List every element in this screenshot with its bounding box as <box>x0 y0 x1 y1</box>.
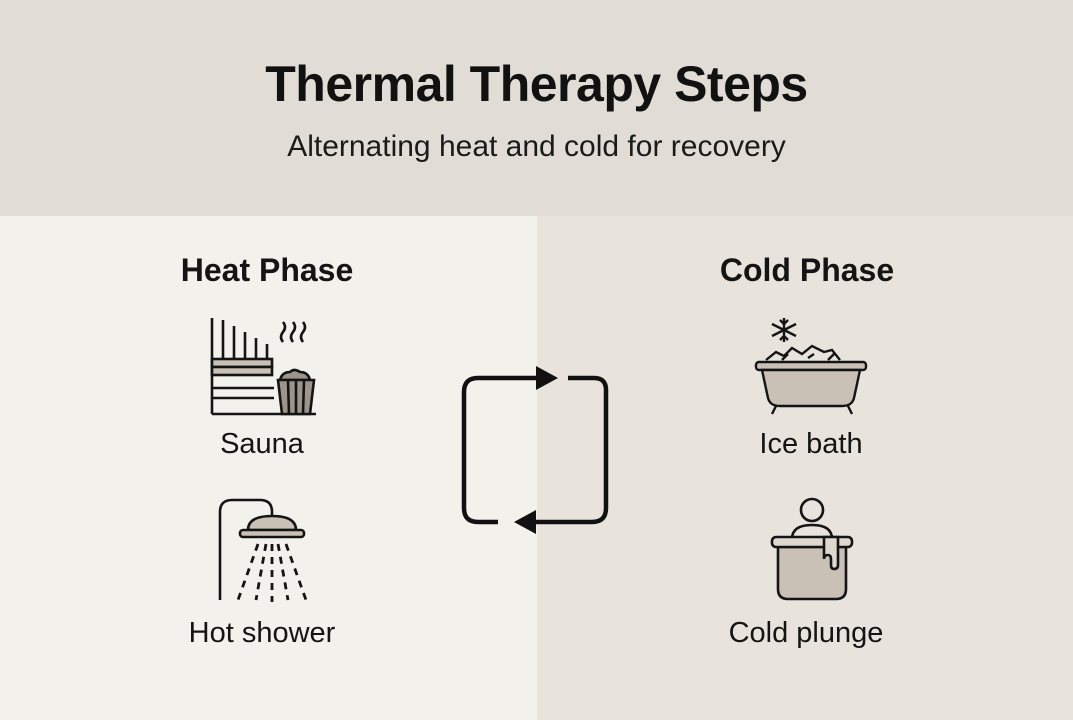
ice-bath-label: Ice bath <box>759 428 863 460</box>
snowflake-icon <box>771 318 797 342</box>
header: Thermal Therapy Steps Alternating heat a… <box>0 0 1073 216</box>
cold-plunge-label: Cold plunge <box>728 617 884 649</box>
page-subtitle: Alternating heat and cold for recovery <box>287 130 786 163</box>
cycle-arrows-icon <box>458 362 614 538</box>
sauna-icon <box>208 314 318 418</box>
page-title: Thermal Therapy Steps <box>265 56 808 112</box>
cold-phase-panel <box>537 216 1073 720</box>
heat-phase-panel <box>0 216 537 720</box>
sauna-label: Sauna <box>220 428 304 460</box>
ice-bath-icon <box>752 314 870 418</box>
cold-phase-title: Cold Phase <box>719 252 895 288</box>
hot-shower-label: Hot shower <box>188 617 336 649</box>
shower-icon <box>214 496 314 604</box>
cold-plunge-icon <box>770 497 854 601</box>
heat-phase-title: Heat Phase <box>180 252 354 288</box>
